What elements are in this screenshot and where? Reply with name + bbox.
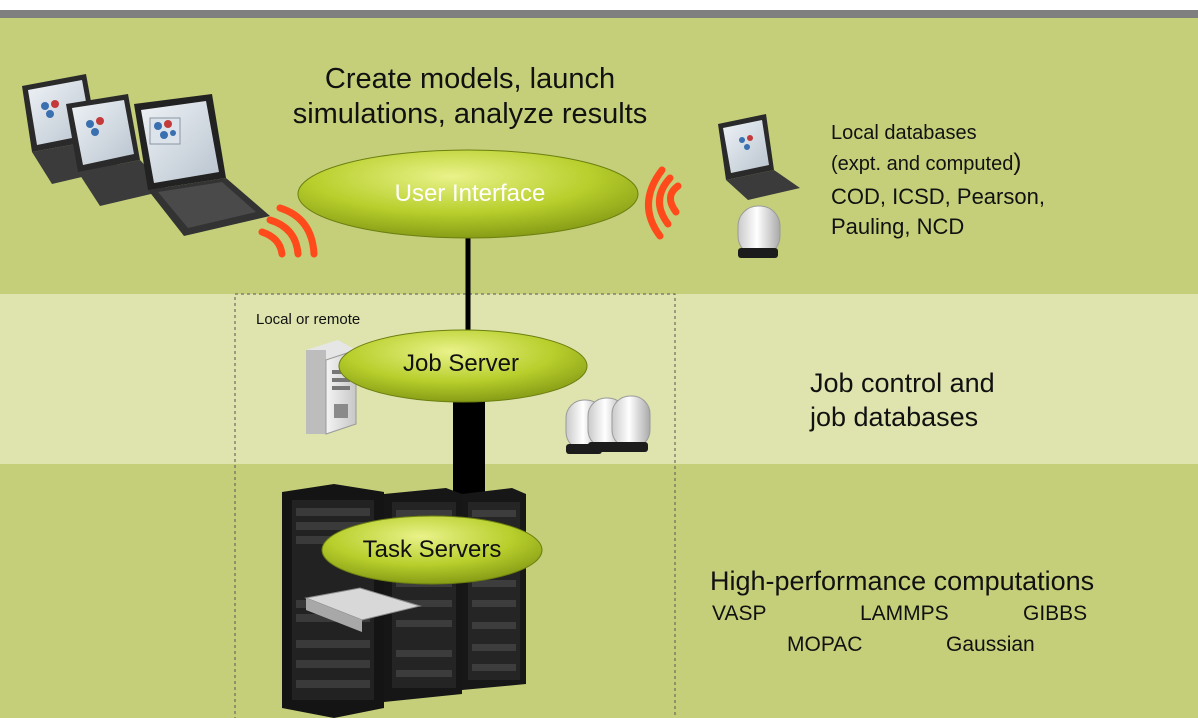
- router-icon: [565, 395, 651, 454]
- job-control-text: Job control and job databases: [810, 366, 995, 434]
- wireless-signal-icon: [258, 204, 318, 258]
- local-db-line4: Pauling, NCD: [831, 214, 965, 239]
- local-db-line2: (expt. and computed): [831, 148, 1021, 179]
- create-line1: Create models, launch: [324, 63, 616, 95]
- task-servers-node: [321, 515, 543, 585]
- job-control-line2: job databases: [810, 402, 979, 432]
- create-line2: simulations, analyze results: [292, 98, 648, 130]
- laptop-icon: [718, 114, 800, 200]
- user-interface-node: [297, 149, 639, 239]
- code-vasp: VASP: [712, 602, 767, 625]
- code-mopac: MOPAC: [787, 633, 863, 656]
- local-db-line3: COD, ICSD, Pearson,: [831, 184, 1045, 209]
- hpc-title: High-performance computations: [710, 566, 1095, 596]
- job-server-label: Job Server: [402, 350, 520, 377]
- top-stripe: [0, 10, 1198, 18]
- database-names: COD, ICSD, Pearson, Pauling, NCD: [831, 182, 1045, 242]
- top-bar: [0, 0, 1198, 18]
- job-control-line1: Job control and: [810, 368, 995, 398]
- server-tray-icon: [304, 587, 422, 632]
- local-db-line2-text: (expt. and computed: [831, 153, 1014, 175]
- code-gibbs: GIBBS: [1023, 602, 1088, 625]
- user-interface-label: User Interface: [394, 180, 546, 207]
- local-databases-text: Local databases (expt. and computed): [831, 118, 1021, 179]
- laptop-icon: [134, 94, 270, 236]
- local-or-remote-label: Local or remote: [256, 311, 361, 328]
- create-caption: Create models, launch simulations, analy…: [250, 62, 690, 132]
- job-task-connector: [453, 400, 485, 510]
- task-servers-label: Task Servers: [362, 536, 502, 563]
- router-icon: [737, 205, 781, 258]
- task-servers-band: [0, 464, 1198, 718]
- local-remote-frame: [234, 293, 676, 718]
- code-gaussian: Gaussian: [946, 633, 1035, 656]
- laptop-icon: [66, 94, 168, 206]
- local-db-paren: ): [1013, 149, 1022, 176]
- code-lammps: LAMMPS: [860, 602, 949, 625]
- local-db-line1: Local databases: [831, 122, 977, 144]
- job-server-node: [338, 329, 588, 403]
- wireless-signal-icon: [645, 166, 682, 240]
